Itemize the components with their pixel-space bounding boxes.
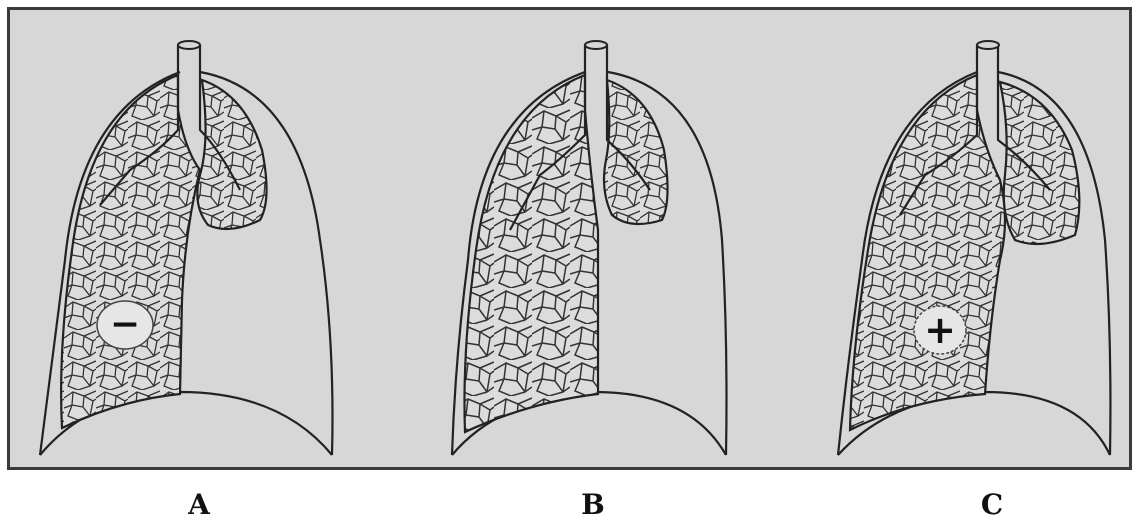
right-lung-c [1000, 82, 1079, 244]
panel-b-diagram [452, 41, 727, 455]
panel-label-c: C [962, 488, 1022, 521]
panel-label-b: B [563, 488, 623, 521]
left-lung-a [61, 75, 200, 428]
trachea-top-a [178, 41, 200, 49]
right-lung-b [604, 80, 668, 224]
right-lung-a [197, 80, 266, 229]
trachea-top-c [977, 41, 999, 49]
panel-label-a: A [169, 488, 229, 521]
panel-c-diagram: + [838, 41, 1110, 455]
marker-a: − [110, 304, 140, 345]
left-lung-c [850, 75, 1005, 430]
panel-a-diagram: − [40, 41, 333, 455]
left-lung-b [464, 75, 598, 432]
marker-c: + [924, 308, 956, 352]
trachea-top-b [585, 41, 607, 49]
